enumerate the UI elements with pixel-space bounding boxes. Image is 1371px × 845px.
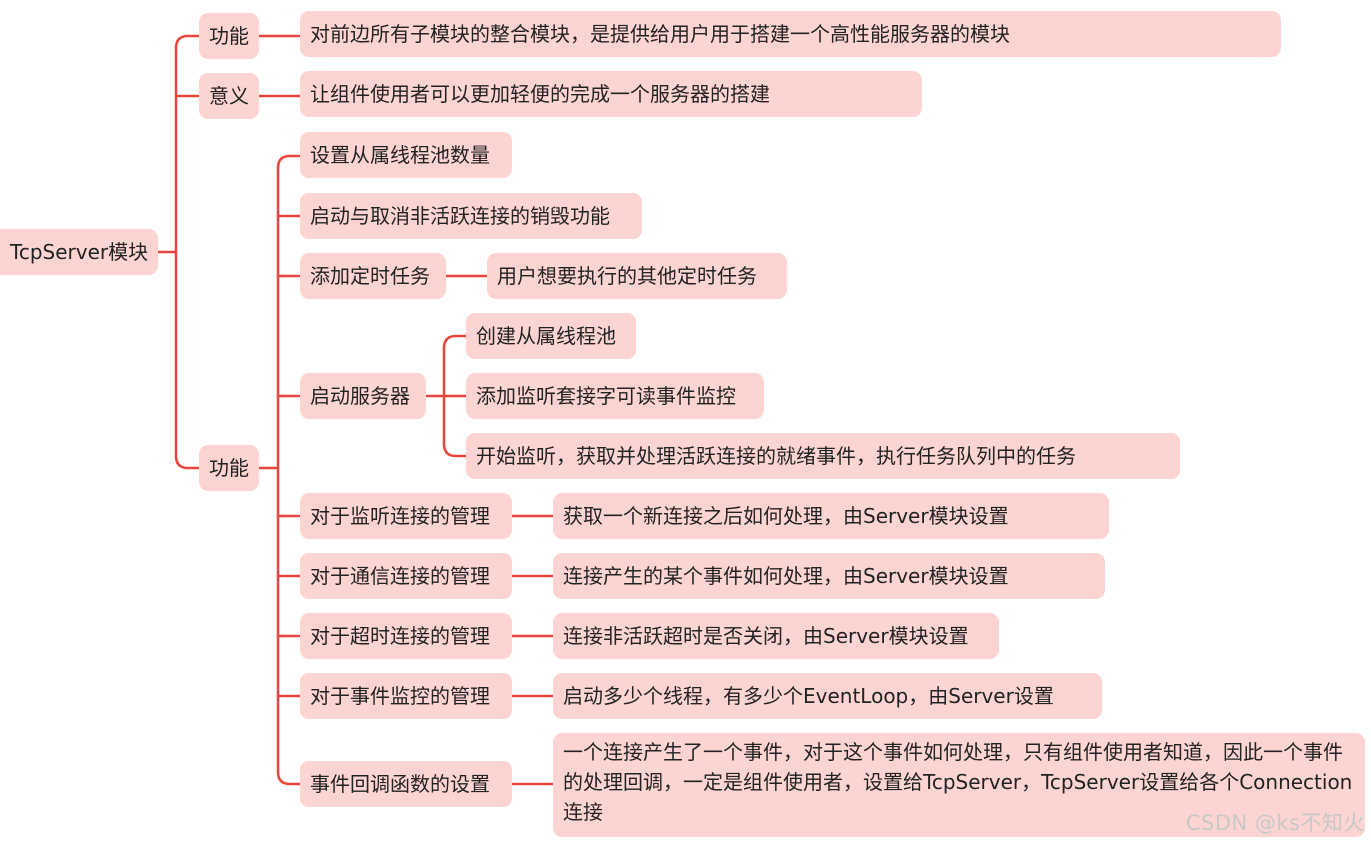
node-label: 意义 [209,84,249,108]
node-comm-mgmt-desc[interactable]: 连接产生的某个事件如何处理，由Server模块设置 [553,553,1105,599]
node-label: 设置从属线程池数量 [310,143,490,167]
node-listen-mgmt[interactable]: 对于监听连接的管理 [300,493,512,539]
node-callback-setting[interactable]: 事件回调函数的设置 [300,761,512,807]
node-inactive-release[interactable]: 启动与取消非活跃连接的销毁功能 [300,193,642,239]
node-meaning[interactable]: 意义 [199,73,259,119]
node-start-step-2[interactable]: 添加监听套接字可读事件监控 [466,373,764,419]
root-node[interactable]: TcpServer模块 [0,229,158,275]
node-function-1-desc[interactable]: 对前边所有子模块的整合模块，是提供给用户用于搭建一个高性能服务器的模块 [300,11,1281,57]
node-timeout-mgmt[interactable]: 对于超时连接的管理 [300,613,512,659]
node-function-2[interactable]: 功能 [199,445,259,491]
root-label: TcpServer模块 [10,240,149,264]
node-callback-setting-desc[interactable]: 一个连接产生了一个事件，对于这个事件如何处理，只有组件使用者知道，因此一个事件的… [553,733,1365,837]
node-label: 连接非活跃超时是否关闭，由Server模块设置 [563,624,969,648]
node-timer-task-desc[interactable]: 用户想要执行的其他定时任务 [487,253,787,299]
node-label: 开始监听，获取并处理活跃连接的就绪事件，执行任务队列中的任务 [476,444,1076,468]
node-label: 让组件使用者可以更加轻便的完成一个服务器的搭建 [310,82,770,106]
node-label: 功能 [209,456,249,480]
node-label: 对于监听连接的管理 [310,504,490,528]
node-label: 功能 [209,24,249,48]
node-timeout-mgmt-desc[interactable]: 连接非活跃超时是否关闭，由Server模块设置 [553,613,999,659]
node-label: 添加监听套接字可读事件监控 [476,384,736,408]
node-listen-mgmt-desc[interactable]: 获取一个新连接之后如何处理，由Server模块设置 [553,493,1109,539]
node-label: 一个连接产生了一个事件，对于这个事件如何处理，只有组件使用者知道，因此一个事件的… [563,740,1353,824]
node-label: 创建从属线程池 [476,324,616,348]
node-label: 启动服务器 [310,384,410,408]
node-label: 对于事件监控的管理 [310,684,490,708]
node-function-1[interactable]: 功能 [199,13,259,59]
node-label: 用户想要执行的其他定时任务 [497,264,757,288]
node-event-mgmt-desc[interactable]: 启动多少个线程，有多少个EventLoop，由Server设置 [553,673,1102,719]
node-label: 启动多少个线程，有多少个EventLoop，由Server设置 [563,684,1054,708]
node-meaning-desc[interactable]: 让组件使用者可以更加轻便的完成一个服务器的搭建 [300,71,922,117]
node-label: 启动与取消非活跃连接的销毁功能 [310,204,610,228]
node-start-step-1[interactable]: 创建从属线程池 [466,313,636,359]
node-label: 对于通信连接的管理 [310,564,490,588]
node-label: 添加定时任务 [310,264,430,288]
node-label: 获取一个新连接之后如何处理，由Server模块设置 [563,504,1009,528]
node-comm-mgmt[interactable]: 对于通信连接的管理 [300,553,512,599]
node-label: 连接产生的某个事件如何处理，由Server模块设置 [563,564,1009,588]
node-event-mgmt[interactable]: 对于事件监控的管理 [300,673,512,719]
watermark: CSDN @ks不知火 [1185,811,1365,835]
node-start-server[interactable]: 启动服务器 [300,373,426,419]
node-label: 对于超时连接的管理 [310,624,490,648]
node-label: 对前边所有子模块的整合模块，是提供给用户用于搭建一个高性能服务器的模块 [310,22,1010,46]
node-label: 事件回调函数的设置 [310,772,490,796]
node-timer-task[interactable]: 添加定时任务 [300,253,446,299]
node-start-step-3[interactable]: 开始监听，获取并处理活跃连接的就绪事件，执行任务队列中的任务 [466,433,1180,479]
node-subpool[interactable]: 设置从属线程池数量 [300,132,512,178]
